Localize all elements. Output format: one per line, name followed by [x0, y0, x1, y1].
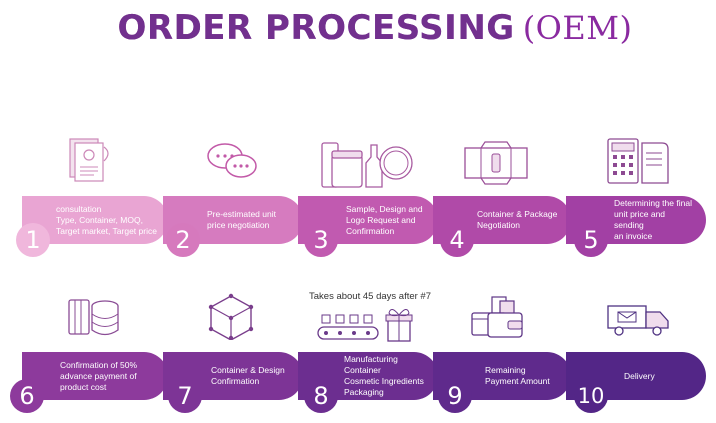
step-text: an invoice	[614, 231, 653, 241]
page-title: ORDER PROCESSING(OEM)	[0, 8, 716, 48]
step-text: Negotiation	[477, 220, 521, 230]
step-text: Target market, Target price	[56, 225, 157, 236]
step-bar: Remaining Payment Amount	[433, 352, 571, 400]
step-text: advance payment of	[60, 370, 137, 381]
step-number: 10	[574, 379, 608, 413]
title-main: ORDER PROCESSING	[117, 8, 515, 48]
step-text: Remaining	[485, 365, 526, 375]
step-number: 4	[440, 223, 474, 257]
step-text: Type, Container, MOQ,	[56, 214, 143, 225]
calculator-icon	[606, 137, 672, 187]
step-text: Container & Package	[477, 209, 558, 219]
step-number: 2	[166, 223, 200, 257]
step-text: Sample, Design and	[346, 203, 423, 214]
chat-bubbles-icon	[205, 140, 261, 184]
step-text: Cosmetic Ingredients	[344, 376, 424, 386]
step-text: Packaging	[344, 387, 384, 397]
cosmetic-products-icon	[318, 135, 414, 191]
step-text: Confirmation	[211, 376, 260, 386]
truck-icon	[606, 302, 672, 338]
step-text: Delivery	[624, 370, 655, 381]
step-bar: Manufacturing Container Cosmetic Ingredi…	[298, 352, 438, 400]
timeline-note: Takes about 45 days after #7	[309, 291, 431, 302]
step-text: price negotiation	[207, 220, 270, 230]
step-text: Confirmation	[346, 225, 395, 236]
step-text: Payment Amount	[485, 376, 550, 386]
step-number: 3	[304, 223, 338, 257]
step-number: 1	[16, 223, 50, 257]
cube-icon	[205, 292, 257, 340]
step-text: Container & Design	[211, 365, 285, 375]
coins-card-icon	[67, 296, 123, 340]
step-text: Pre-estimated unit	[207, 209, 276, 219]
wallet-icon	[470, 295, 526, 341]
step-number: 9	[438, 379, 472, 413]
step-text: Manufacturing Container	[344, 354, 398, 375]
step-text: Determining the final	[614, 198, 692, 208]
document-icon	[62, 135, 118, 185]
step-text: product cost	[60, 381, 107, 392]
step-bar: Determining the final unit price and sen…	[566, 196, 706, 244]
package-box-icon	[463, 140, 529, 188]
step-bar: Confirmation of 50% advance payment of p…	[22, 352, 168, 400]
step-number: 8	[304, 379, 338, 413]
conveyor-gift-icon	[316, 305, 414, 345]
step-text: consultation	[56, 203, 102, 214]
step-text: Confirmation of 50%	[60, 359, 138, 370]
step-number: 6	[10, 379, 44, 413]
step-number: 7	[168, 379, 202, 413]
step-text: unit price and sending	[614, 209, 666, 230]
step-number: 5	[574, 223, 608, 257]
step-text: Logo Request and	[346, 214, 416, 225]
title-paren: (OEM)	[522, 9, 633, 47]
